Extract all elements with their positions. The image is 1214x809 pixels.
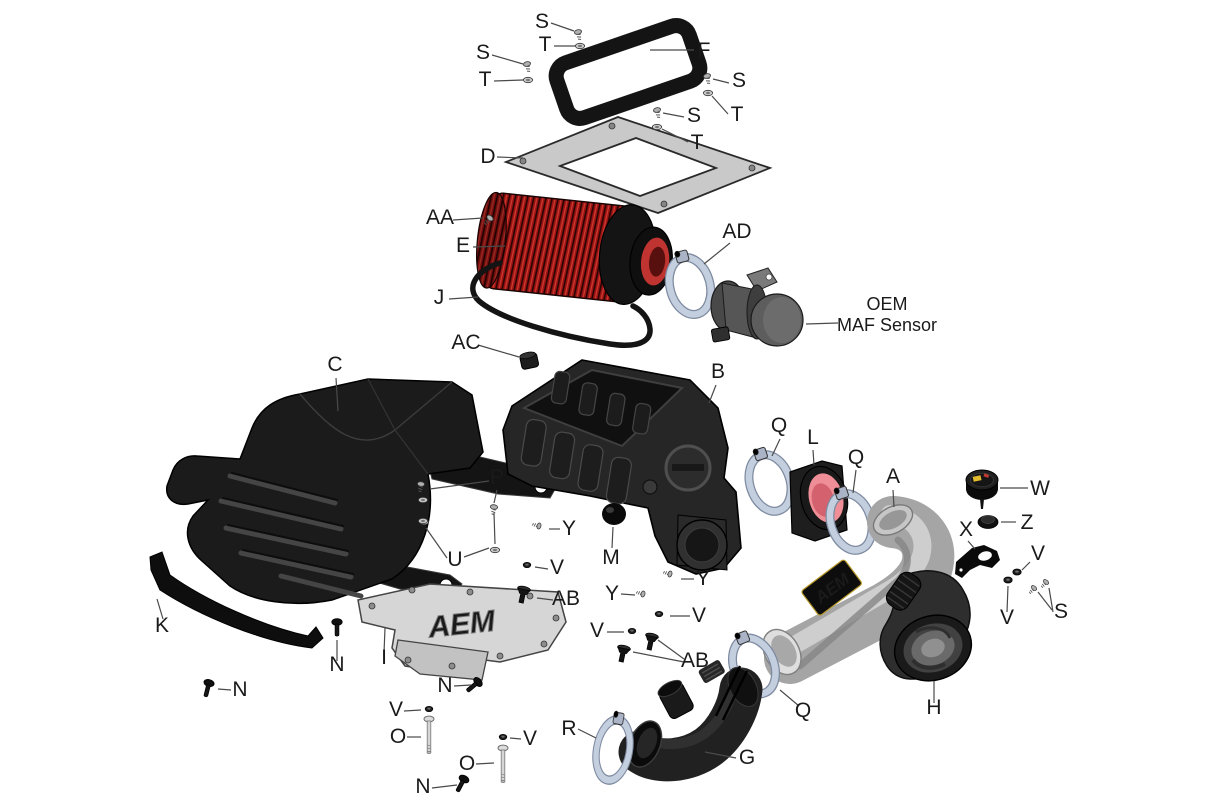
callout-V-5: V (1000, 606, 1014, 629)
callout-M: M (602, 546, 620, 569)
weatherstrip-seal (149, 551, 324, 649)
breather-cap (519, 351, 540, 370)
callout-AC: AC (451, 331, 480, 354)
callout-S-1: S (535, 10, 549, 33)
callout-Q-1: Q (771, 414, 787, 437)
callout-V-3: V (590, 619, 604, 642)
callout-labels: S T S T F S T S T D AA E J AC AD C B P U… (155, 10, 1068, 798)
callout-T-2: T (479, 68, 492, 91)
hose-elbow-g (618, 660, 763, 782)
oem-maf-label-line1: OEM (866, 294, 907, 314)
callout-Q-3: Q (795, 699, 811, 722)
bracket-hardware (1003, 568, 1051, 596)
callout-F: F (698, 39, 711, 62)
callout-R: R (561, 717, 576, 740)
air-filter (476, 191, 673, 305)
callout-N-4: N (415, 775, 430, 798)
callout-Q-2: Q (848, 446, 864, 469)
callout-T-4: T (691, 131, 704, 154)
callout-T-3: T (731, 103, 744, 126)
callout-P: P (490, 466, 504, 489)
callout-E: E (456, 234, 470, 257)
leader-lines (156, 22, 1054, 789)
callout-AD: AD (722, 220, 751, 243)
edge-trim-seal (470, 260, 653, 348)
callout-S-3: S (732, 69, 746, 92)
callout-Y-1: Y (562, 517, 576, 540)
grommet-z (977, 515, 999, 529)
heat-shield: AEM (357, 583, 567, 681)
callout-N-2: N (329, 653, 344, 676)
callout-I: I (381, 646, 387, 669)
callout-V-1: V (550, 556, 564, 579)
top-seal-frame (548, 18, 708, 126)
callout-U: U (447, 548, 462, 571)
callout-X: X (959, 518, 973, 541)
callout-J: J (434, 286, 445, 309)
turbo-inlet-elbow (879, 570, 973, 682)
grommet-m (602, 503, 626, 525)
airbox-body (502, 359, 742, 575)
callout-V-7: V (523, 727, 537, 750)
callout-T-1: T (539, 33, 552, 56)
clamp-r (592, 709, 636, 783)
callout-W: W (1030, 477, 1050, 500)
callout-B: B (711, 360, 725, 383)
callout-V-4: V (1031, 542, 1045, 565)
callout-O-1: O (390, 725, 406, 748)
badge-cap (965, 469, 999, 509)
mounting-bracket-x (955, 545, 1000, 578)
intake-duct-lid (166, 378, 559, 605)
callout-L: L (807, 426, 819, 449)
callout-G: G (739, 746, 755, 769)
callout-V-6: V (389, 698, 403, 721)
callout-Z: Z (1021, 511, 1034, 534)
oem-maf-sensor (710, 267, 804, 347)
callout-K: K (155, 614, 169, 637)
oem-maf-label-line2: MAF Sensor (837, 315, 937, 335)
callout-AA: AA (426, 206, 454, 229)
callout-Y-2: Y (696, 567, 710, 590)
callout-S-5: S (1054, 600, 1068, 623)
heat-shield-logo: AEM (426, 605, 498, 645)
hose-coupler (789, 460, 849, 542)
callout-AB-1: AB (552, 587, 580, 610)
callout-S-2: S (476, 41, 490, 64)
callout-C: C (327, 353, 342, 376)
callout-AB-2: AB (681, 649, 709, 672)
callout-O-2: O (459, 752, 475, 775)
callout-D: D (480, 145, 495, 168)
callout-Y-3: Y (605, 582, 619, 605)
callout-V-2: V (692, 604, 706, 627)
callout-N-3: N (437, 674, 452, 697)
callout-S-4: S (687, 104, 701, 127)
callout-N-1: N (232, 678, 247, 701)
callout-A: A (886, 465, 900, 488)
callout-H: H (926, 696, 941, 719)
clamp-q1 (740, 442, 798, 517)
